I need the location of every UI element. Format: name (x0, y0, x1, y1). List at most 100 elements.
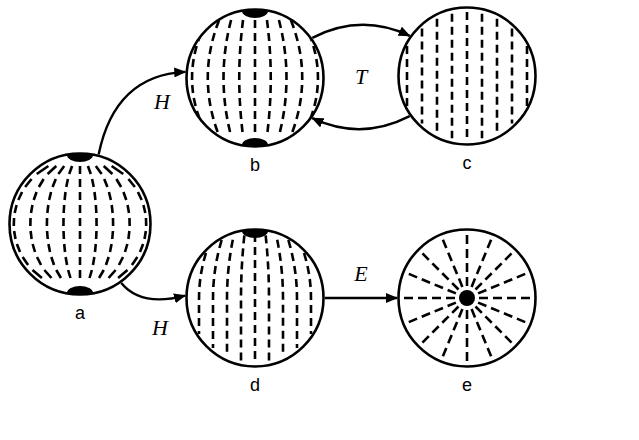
microtubule-dash (266, 20, 270, 28)
microtubule-dash (475, 306, 481, 312)
microtubule-dash (254, 299, 257, 307)
microtubule-dash (488, 348, 491, 356)
microtubule-dash (226, 344, 229, 352)
microtubule-dash (451, 105, 454, 113)
microtubule-dash (268, 300, 271, 308)
microtubule-dash (212, 344, 215, 348)
microtubule-dash (254, 111, 257, 119)
microtubule-dash (317, 72, 320, 80)
cell-label: e (462, 376, 472, 394)
microtubule-dash (436, 110, 439, 118)
microtubule-dash (128, 205, 129, 213)
microtubule-dash (511, 106, 514, 114)
microtubule-dash (285, 85, 288, 93)
microtubule-dash (66, 179, 68, 187)
microtubule-dash (466, 352, 469, 361)
microtubule-dash (56, 270, 61, 278)
microtubule-dash (254, 247, 257, 255)
microtubule-dash (421, 67, 424, 75)
transition-label: T (353, 66, 369, 88)
microtubule-dash (231, 240, 232, 248)
microtubule-dash (466, 338, 469, 347)
microtubule-dash (310, 331, 313, 334)
microtubule-dash (421, 119, 424, 123)
cell-label: a (75, 304, 85, 322)
microtubule-dash (421, 54, 424, 62)
microtubule-dash (33, 244, 35, 252)
microtubule-dash (505, 336, 511, 342)
microtubule-dash (283, 98, 286, 106)
microtubule-dash (62, 231, 65, 239)
microtubule-dash (481, 131, 484, 139)
microtubule-dash (285, 72, 288, 80)
microtubule-dash (281, 279, 284, 287)
microtubule-dash (238, 72, 241, 80)
microtubule-dash (466, 51, 469, 59)
microtubule-dash (466, 129, 469, 137)
microtubule-dash (254, 98, 257, 106)
microtubule-dash (267, 261, 270, 269)
microtubule-dash (31, 205, 32, 213)
microtubule-dash (254, 273, 257, 281)
microtubule-dash (436, 32, 439, 40)
microtubule-dash (268, 111, 271, 119)
microtubule-dash (421, 106, 424, 114)
transition-label: E (352, 263, 369, 285)
microtubule-dash (225, 46, 226, 54)
cell-circle: a (8, 152, 152, 328)
microtubule-dash (282, 318, 285, 326)
microtubule-dash (226, 318, 229, 326)
microtubule-dash (132, 257, 137, 265)
microtubule-dash (421, 93, 424, 101)
microtubule-dash (451, 27, 454, 35)
microtubule-dash (477, 322, 480, 330)
microtubule-dash (511, 93, 514, 101)
microtubule-dash (95, 231, 98, 239)
transition-label: H (150, 317, 170, 339)
microtubule-dash (485, 316, 491, 322)
microtubule-dash (496, 71, 499, 79)
microtubule-dash (14, 231, 15, 239)
microtubule-dash (422, 253, 428, 259)
microtubule-dash (279, 20, 281, 28)
microtubule-dash (448, 253, 451, 261)
cell-pattern (199, 224, 311, 360)
microtubule-dash (292, 124, 295, 132)
microtubule-dash (406, 72, 409, 80)
microtubule-dash (240, 326, 243, 334)
cell-circle: e (397, 228, 537, 400)
microtubule-dash (254, 312, 257, 320)
cell-pattern (407, 12, 527, 138)
microtubule-dash (226, 305, 229, 313)
microtubule-dash (297, 111, 299, 119)
cell-outline (397, 6, 537, 150)
microtubule-dash (254, 338, 257, 346)
microtubule-dash (479, 297, 488, 300)
microtubule-dash (496, 58, 499, 66)
microtubule-dash (266, 124, 269, 132)
microtubule-dash (125, 244, 127, 252)
microtubule-dash (466, 263, 469, 272)
microtubule-dash (466, 38, 469, 46)
microtubule-dash (109, 270, 116, 278)
microtubule-dash (421, 80, 424, 88)
microtubule-dash (517, 319, 525, 322)
microtubule-dash (466, 77, 469, 85)
microtubule-dash (521, 297, 530, 300)
microtubule-dash (79, 257, 82, 265)
microtubule-dash (432, 297, 441, 300)
microtubule-dash (310, 305, 313, 313)
microtubule-dash (466, 310, 469, 319)
microtubule-dash (283, 111, 284, 119)
microtubule-dash (44, 270, 51, 278)
microtubule-dash (448, 335, 451, 343)
microtubule-dash (79, 270, 82, 278)
microtubule-dash (212, 279, 215, 287)
microtubule-dash (128, 218, 131, 226)
microtubule-dash (240, 261, 243, 269)
microtubule-dash (254, 85, 257, 93)
microtubule-dash (212, 33, 214, 41)
microtubule-dash (266, 248, 269, 256)
microtubule-dash (491, 308, 499, 311)
